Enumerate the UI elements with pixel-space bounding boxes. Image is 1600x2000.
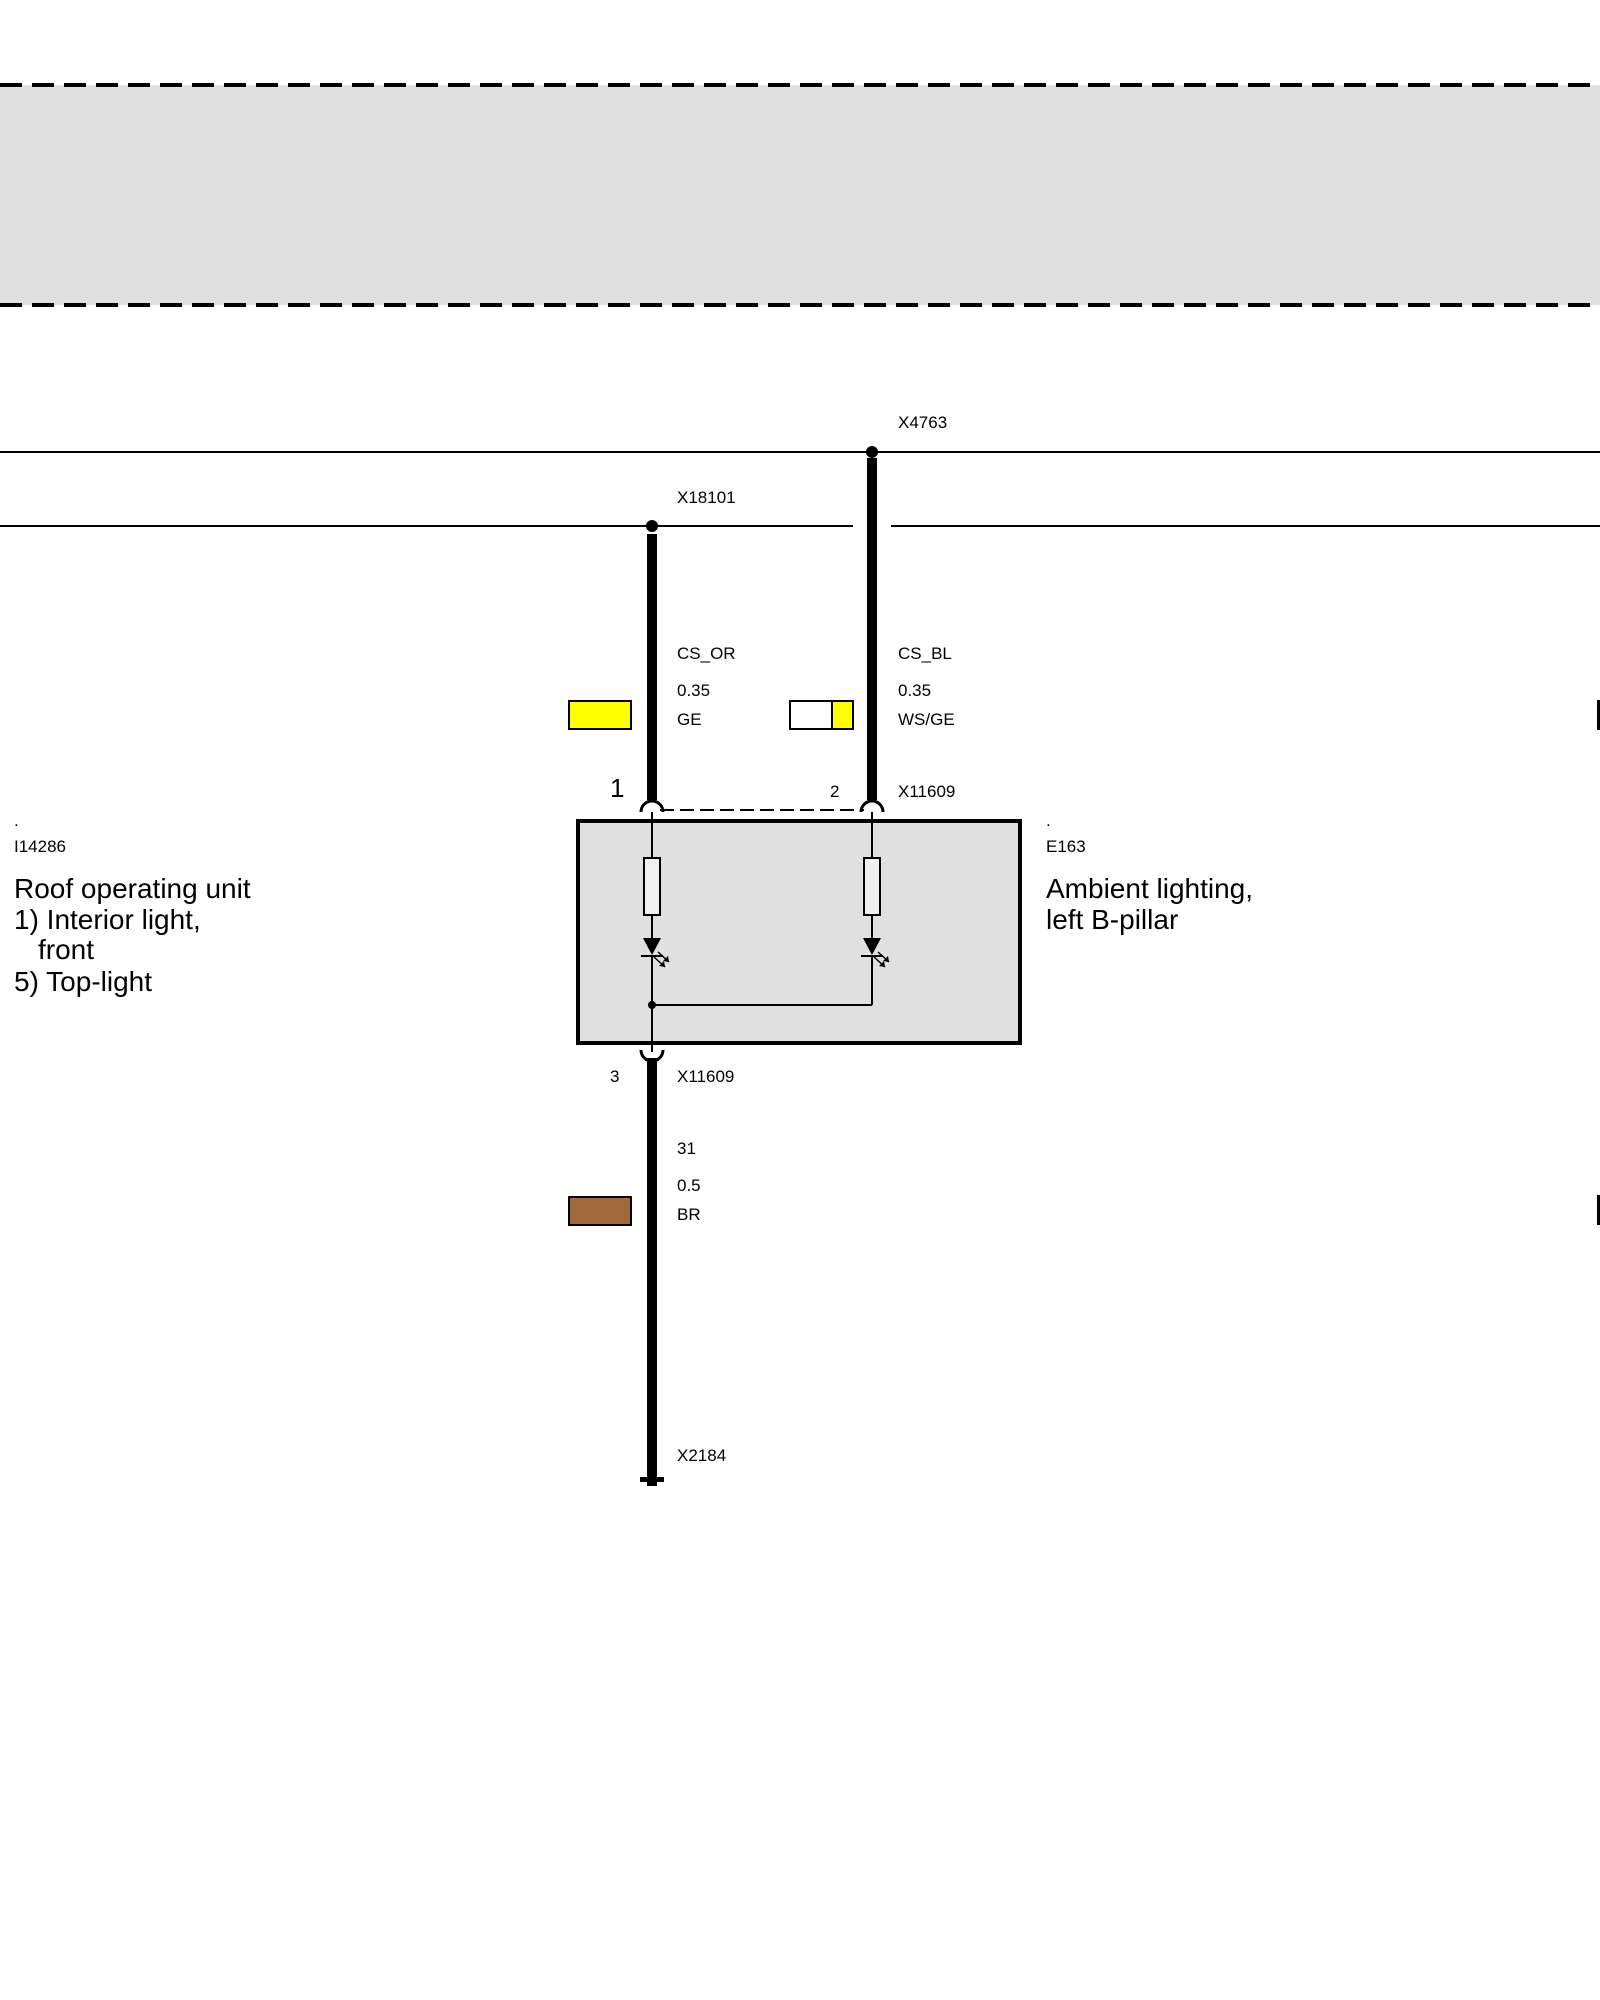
label-wire-left-signal: CS_OR bbox=[677, 644, 736, 663]
label-wire-right-color: WS/GE bbox=[898, 710, 955, 729]
component-left-id: I14286 bbox=[14, 837, 66, 856]
label-wire-ground-size: 0.5 bbox=[677, 1176, 701, 1195]
label-wire-right-size: 0.35 bbox=[898, 681, 931, 700]
swatch-ground-br bbox=[568, 1196, 632, 1226]
component-left-line-2: 1) Interior light, bbox=[14, 904, 201, 935]
label-pin-1: 1 bbox=[610, 773, 624, 803]
component-right-line-1: Ambient lighting, bbox=[1046, 873, 1253, 904]
label-wire-ground-color: BR bbox=[677, 1205, 701, 1224]
component-box-e163 bbox=[576, 819, 1022, 1045]
resistor-left bbox=[643, 857, 661, 916]
label-x11609-bottom: X11609 bbox=[677, 1067, 734, 1086]
pin2-arc bbox=[859, 799, 885, 813]
label-wire-ground-signal: 31 bbox=[677, 1139, 696, 1158]
splice-dot-x18101 bbox=[646, 520, 658, 532]
label-x11609-top: X11609 bbox=[898, 782, 955, 801]
led-left bbox=[641, 938, 670, 968]
label-wire-right-signal: CS_BL bbox=[898, 644, 952, 663]
label-pin-3: 3 bbox=[610, 1067, 619, 1086]
connector-arcs bbox=[639, 799, 885, 1063]
component-left-dot: . bbox=[14, 811, 19, 830]
edge-tick-lower bbox=[1597, 1195, 1600, 1225]
component-right-line-2: left B-pillar bbox=[1046, 904, 1178, 935]
swatch-left-ge bbox=[568, 700, 632, 730]
component-left-line-4: 5) Top-light bbox=[14, 966, 152, 997]
component-right-dot: . bbox=[1046, 811, 1051, 830]
label-wire-left-size: 0.35 bbox=[677, 681, 710, 700]
label-x2184: X2184 bbox=[677, 1446, 726, 1465]
led-right bbox=[861, 938, 890, 968]
swatch-right-ws-ge bbox=[789, 700, 854, 730]
edge-tick-upper bbox=[1597, 700, 1600, 730]
label-pin-2: 2 bbox=[830, 782, 839, 801]
component-left-line-1: Roof operating unit bbox=[14, 873, 251, 904]
pin1-arc bbox=[639, 799, 665, 813]
grey-band bbox=[0, 83, 1600, 307]
bus-lines bbox=[0, 451, 1600, 527]
resistor-right bbox=[863, 857, 881, 916]
splice-dot-x4763 bbox=[866, 446, 878, 458]
label-wire-left-color: GE bbox=[677, 710, 702, 729]
pin3-arc bbox=[639, 1049, 665, 1063]
label-x4763: X4763 bbox=[898, 413, 947, 432]
junction-dot bbox=[648, 1001, 656, 1009]
ground-terminal bbox=[640, 1472, 664, 1486]
component-right-id: E163 bbox=[1046, 837, 1086, 856]
label-x18101: X18101 bbox=[677, 488, 736, 507]
component-left-line-3: front bbox=[38, 934, 94, 965]
